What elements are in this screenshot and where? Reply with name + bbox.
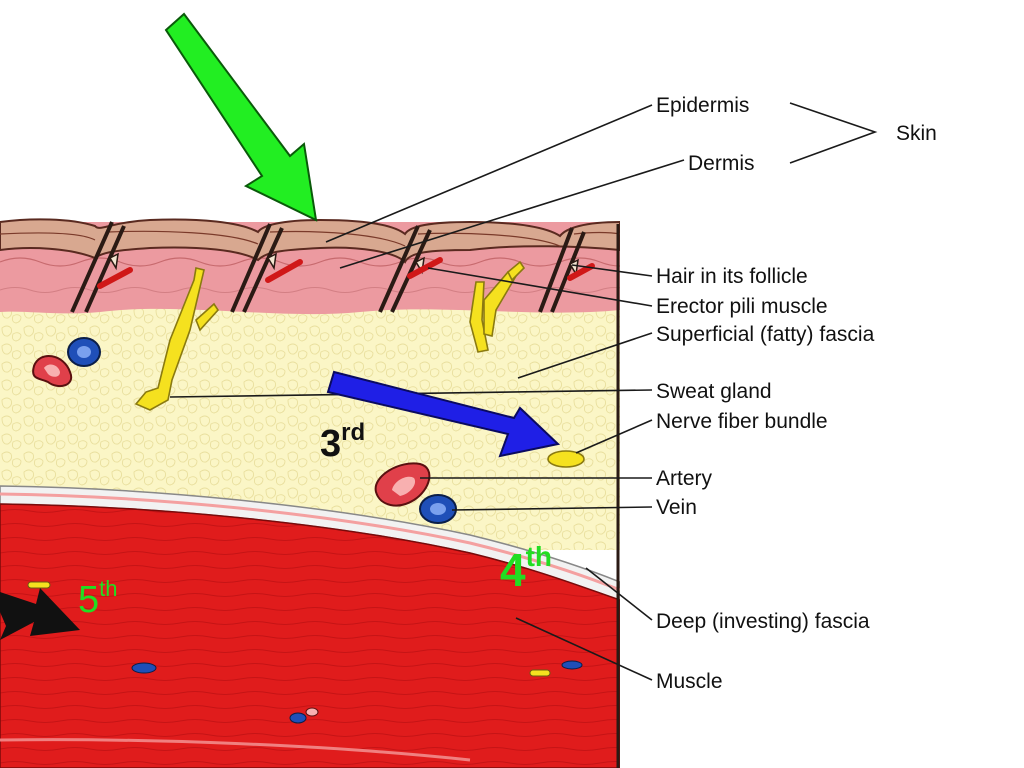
label-skin: Skin — [896, 122, 937, 145]
label-nerve-bundle: Nerve fiber bundle — [656, 410, 828, 433]
marker-third-sup: rd — [341, 419, 365, 446]
marker-fourth-sup: th — [526, 541, 552, 572]
hair-follicles — [70, 221, 586, 313]
label-superficial-fascia: Superficial (fatty) fascia — [656, 323, 875, 346]
artery — [374, 462, 431, 507]
marker-fifth-sup: th — [99, 576, 117, 601]
erector-pili-muscles — [97, 257, 595, 289]
label-dermis: Dermis — [688, 152, 755, 175]
blue-arrow — [326, 370, 561, 458]
label-erector-pili: Erector pili muscle — [656, 295, 828, 318]
label-artery: Artery — [656, 467, 713, 490]
vein — [419, 494, 457, 524]
marker-fourth-base: 4 — [500, 544, 526, 596]
epidermis-layer — [0, 218, 620, 264]
muscle-vessels — [27, 581, 583, 724]
sweat-glands — [134, 260, 526, 411]
label-epidermis: Epidermis — [656, 94, 749, 117]
svg-text:5th: 5th — [78, 576, 118, 621]
marker-fifth-base: 5 — [78, 579, 99, 621]
label-hair-follicle: Hair in its follicle — [656, 265, 808, 288]
black-arrow — [0, 588, 80, 640]
labels: Epidermis Dermis Skin Hair in its follic… — [656, 94, 937, 693]
superficial-vessels — [32, 337, 101, 388]
muscle-layer — [0, 503, 620, 768]
tissue-block — [0, 218, 620, 768]
marker-third: 3rd — [320, 419, 365, 465]
marker-third-base: 3 — [320, 423, 341, 465]
svg-text:3rd: 3rd — [320, 419, 365, 465]
svg-text:4th: 4th — [500, 541, 552, 596]
marker-fourth: 4th — [500, 541, 552, 596]
marker-fifth: 5th — [78, 576, 118, 621]
nerve-fiber-bundle — [547, 450, 585, 468]
label-deep-fascia: Deep (investing) fascia — [656, 610, 870, 633]
label-vein: Vein — [656, 496, 697, 519]
label-sweat-gland: Sweat gland — [656, 380, 772, 403]
label-muscle: Muscle — [656, 670, 723, 693]
green-arrow — [164, 12, 318, 222]
